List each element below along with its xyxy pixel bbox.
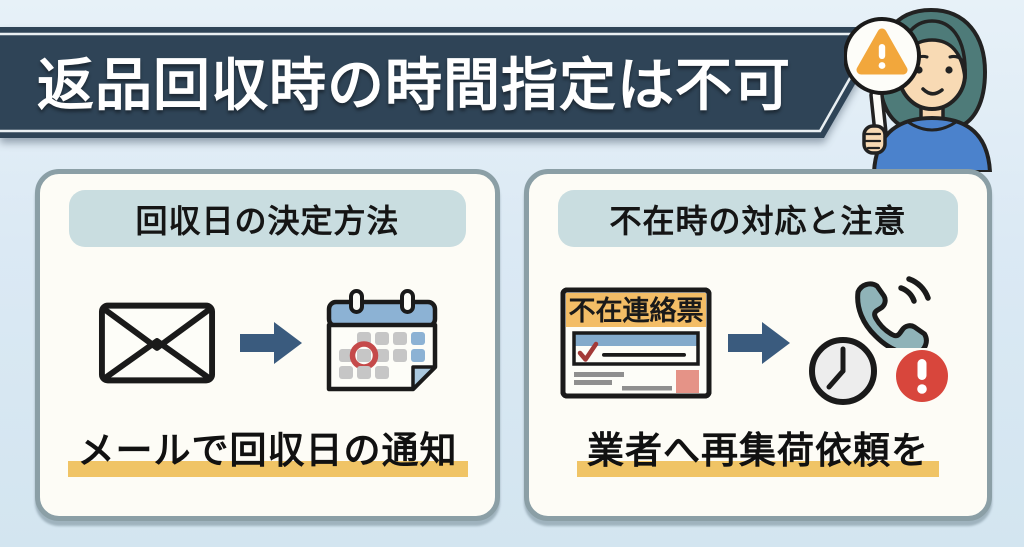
icon-row: 不在連絡票 bbox=[529, 260, 987, 425]
page-title: 返品回収時の時間指定は不可 bbox=[37, 53, 791, 118]
contact-icons-cluster bbox=[806, 275, 956, 408]
card-title-pill: 回収日の決定方法 bbox=[69, 190, 466, 247]
card-title: 不在時の対応と注意 bbox=[609, 202, 907, 239]
notice-label: 不在連絡票 bbox=[569, 295, 704, 326]
banner-shape bbox=[0, 27, 888, 138]
woman-mascot-illustration bbox=[844, 7, 993, 172]
hand bbox=[862, 124, 887, 155]
warning-sign-icon bbox=[844, 17, 921, 95]
phone-icon bbox=[855, 275, 931, 348]
alert-icon bbox=[896, 349, 948, 402]
card-absence-handling: 不在時の対応と注意 不在連絡票 bbox=[524, 169, 992, 521]
card-caption: 業者へ再集荷依頼を bbox=[529, 420, 987, 477]
clock-icon bbox=[809, 336, 877, 405]
icon-row bbox=[40, 260, 495, 425]
delivery-notice-icon: 不在連絡票 bbox=[560, 287, 712, 398]
header-banner: 返品回収時の時間指定は不可 bbox=[0, 27, 888, 138]
card-title-pill: 不在時の対応と注意 bbox=[558, 190, 958, 247]
shirt bbox=[871, 115, 993, 172]
arrow-right-icon bbox=[239, 321, 302, 364]
arrow-right-icon bbox=[728, 321, 790, 364]
envelope-icon bbox=[98, 302, 215, 383]
calendar-icon bbox=[326, 288, 437, 391]
card-title: 回収日の決定方法 bbox=[135, 202, 400, 239]
card-caption: メールで回収日の通知 bbox=[40, 420, 495, 477]
card-collection-date: 回収日の決定方法 bbox=[35, 169, 500, 521]
